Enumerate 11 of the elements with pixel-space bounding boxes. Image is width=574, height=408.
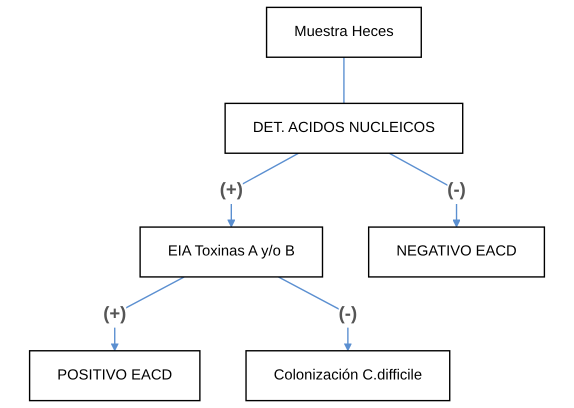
node-box: POSITIVO EACD [28, 350, 201, 402]
node-box: Muestra Heces [266, 6, 422, 58]
edge-label: (-) [447, 180, 466, 200]
edge-label: (+) [103, 304, 126, 324]
connector [343, 57, 345, 104]
node-box: EIA Toxinas A y/o B [139, 226, 324, 278]
node-box: Colonización C.difficile [245, 350, 450, 402]
node-box: DET. ACIDOS NUCLEICOS [224, 102, 464, 154]
node-box: NEGATIVO EACD [368, 226, 546, 278]
edge-label: (-) [338, 304, 358, 324]
edge-label: (+) [220, 180, 243, 200]
